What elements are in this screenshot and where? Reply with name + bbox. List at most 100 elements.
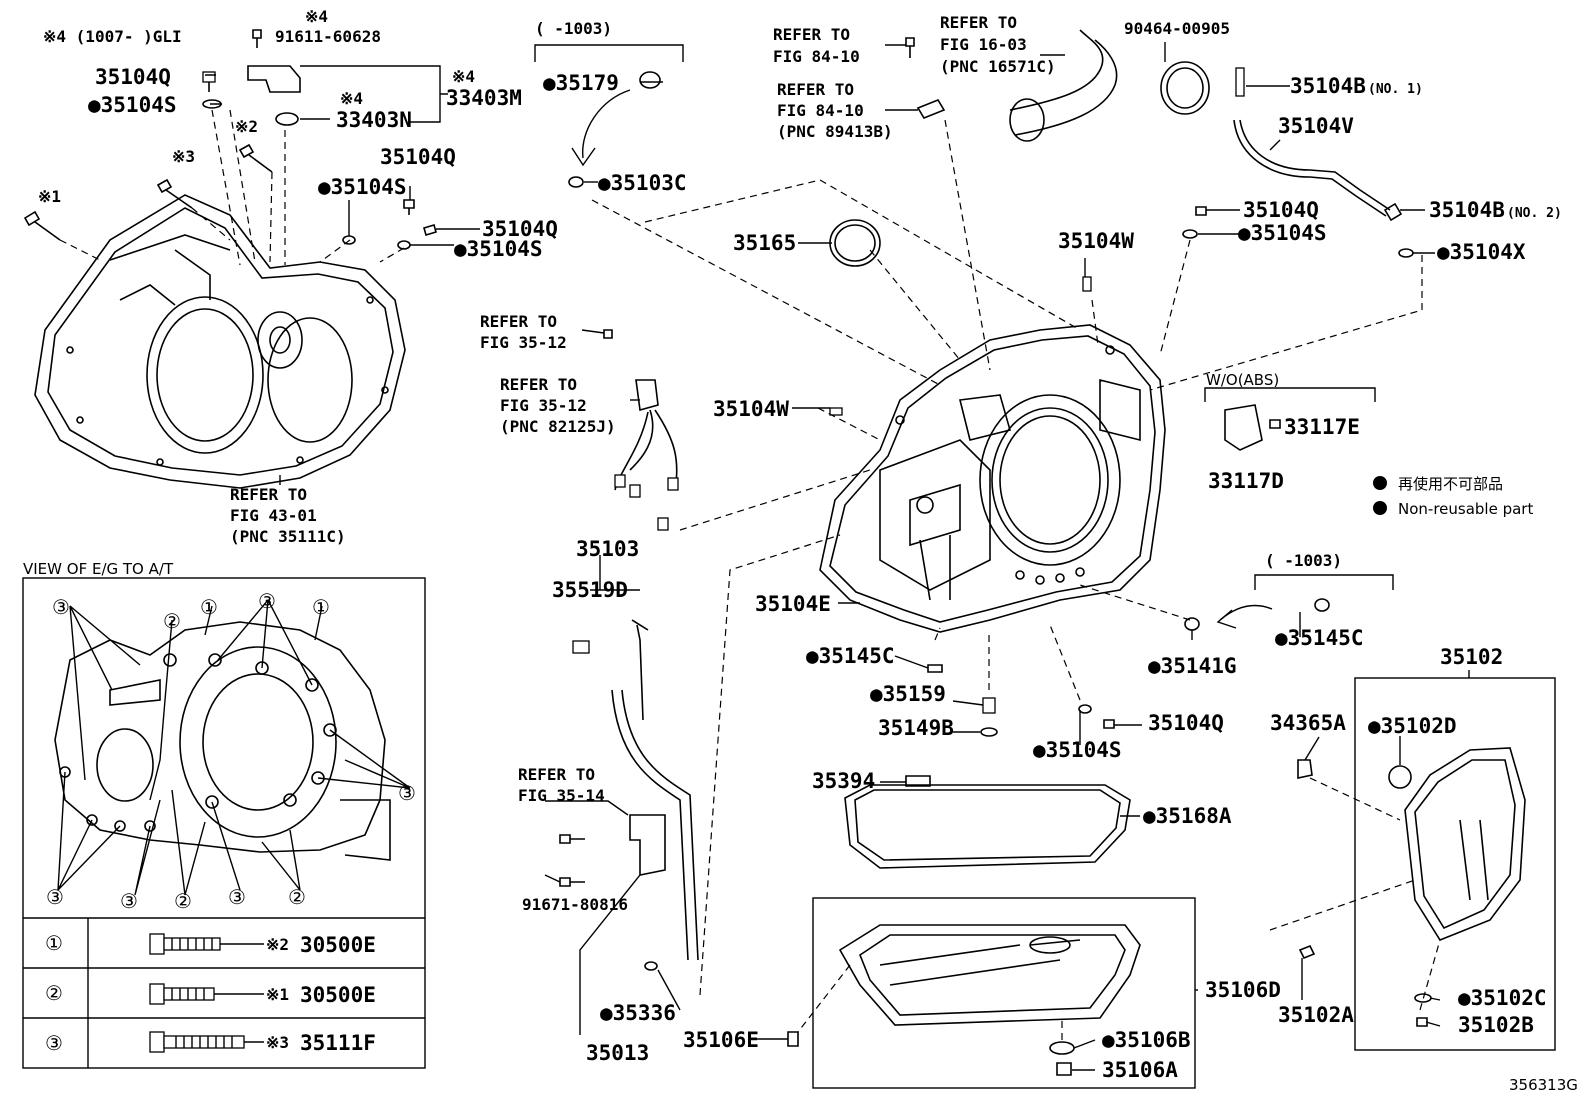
label-ref1603-a: REFER TO xyxy=(940,13,1017,32)
label-35104Q-b: 35104Q xyxy=(380,145,456,169)
label-35336: ●35336 xyxy=(600,1001,676,1025)
label-35394: 35394 xyxy=(812,769,875,793)
hoses xyxy=(1009,29,1403,222)
label-l4-range: ※4 (1007- )GLI xyxy=(43,27,182,46)
assembly-lines xyxy=(59,109,1441,1040)
label-35102C: ●35102C xyxy=(1458,986,1547,1010)
label-35179: ●35179 xyxy=(543,71,619,95)
label-33117E: 33117E xyxy=(1284,415,1360,439)
view-box-labels: VIEW OF E/G TO A/T ③ ② ① ③ ① ③ ③ ③ ② ③ ②… xyxy=(23,560,416,1055)
label-35104W-b: 35104W xyxy=(713,397,789,421)
label-35104S-a: ●35104S xyxy=(88,93,177,117)
label-35104X: ●35104X xyxy=(1437,240,1526,264)
label-ref3512a-b: FIG 35-12 xyxy=(480,333,567,352)
table-row-2-part: 30500E xyxy=(300,983,376,1007)
label-35106E: 35106E xyxy=(683,1028,759,1052)
label-35104W-a: 35104W xyxy=(1058,229,1134,253)
label-ref3512a-a: REFER TO xyxy=(480,312,557,331)
table-row-1-circle: ① xyxy=(45,931,63,955)
callout-1-b: ① xyxy=(312,595,330,619)
label-mark-4b: ※4 xyxy=(452,67,475,86)
label-35104E: 35104E xyxy=(755,592,831,616)
transmission-case xyxy=(819,324,1166,633)
oil-pan xyxy=(812,897,1196,1089)
label-35104Q-d: 35104Q xyxy=(1243,198,1319,222)
label-90464: 90464-00905 xyxy=(1124,19,1230,38)
label-35104B-2: 35104B xyxy=(1429,198,1505,222)
label-mark-2: ※2 xyxy=(235,117,258,136)
converter-housing xyxy=(34,194,406,489)
label-35104V: 35104V xyxy=(1278,114,1354,138)
label-35104S-e: ●35104S xyxy=(1033,738,1122,762)
label-ref4301-b: FIG 43-01 xyxy=(230,506,317,525)
label-ref8410a-b: FIG 84-10 xyxy=(773,47,860,66)
bolt-icon-3 xyxy=(149,1031,264,1053)
label-legend-jp: 再使用不可部品 xyxy=(1398,475,1503,493)
label-35013: 35013 xyxy=(586,1041,649,1065)
callout-2-c: ② xyxy=(288,885,306,909)
label-35141G: ●35141G xyxy=(1148,654,1237,678)
label-ref8410b-b: FIG 84-10 xyxy=(777,101,864,120)
label-ref1603-b: FIG 16-03 xyxy=(940,35,1027,54)
label-91611: 91611-60628 xyxy=(275,27,381,46)
label-legend-en: Non-reusable part xyxy=(1398,500,1533,518)
label-ref4301-c: (PNC 35111C) xyxy=(230,527,346,546)
label-35104B-1-no: (NO. 1) xyxy=(1368,82,1423,97)
view-box-title: VIEW OF E/G TO A/T xyxy=(23,560,174,578)
label-35149B: 35149B xyxy=(878,716,954,740)
part-labels: ※4 (1007- )GLI ※4 91611-60628 35104Q ●35… xyxy=(38,7,1578,1094)
callout-3-b: ③ xyxy=(258,589,276,613)
label-35102: 35102 xyxy=(1440,645,1503,669)
bolt-icon-1 xyxy=(149,933,264,955)
label-35106D: 35106D xyxy=(1205,978,1281,1002)
label-ref3514-a: REFER TO xyxy=(518,765,595,784)
callout-1-a: ① xyxy=(200,595,218,619)
label-ref1603-c: (PNC 16571C) xyxy=(940,57,1056,76)
label-ref3514-b: FIG 35-14 xyxy=(518,786,605,805)
label-33403M: 33403M xyxy=(446,86,522,110)
view-box xyxy=(22,577,426,1069)
label-ref3512b-b: FIG 35-12 xyxy=(500,396,587,415)
label-35103: 35103 xyxy=(576,537,639,561)
extension-housing xyxy=(1354,677,1556,1051)
label-35145C-b: ●35145C xyxy=(1275,626,1364,650)
label-35106A: 35106A xyxy=(1102,1058,1178,1082)
callout-2-b: ② xyxy=(174,889,192,913)
label-range-1003-b: ( -1003) xyxy=(1265,551,1342,570)
label-mark-4: ※4 xyxy=(305,7,328,26)
label-91671: 91671-80816 xyxy=(522,895,628,914)
label-range-1003-a: ( -1003) xyxy=(535,19,612,38)
label-35103C: ●35103C xyxy=(598,171,687,195)
label-35102A: 35102A xyxy=(1278,1003,1354,1027)
label-35102B: 35102B xyxy=(1458,1013,1534,1037)
legend-dot-en xyxy=(1373,501,1387,515)
pan-gasket xyxy=(844,784,1131,869)
label-mark-3: ※3 xyxy=(172,147,195,166)
label-ref4301-a: REFER TO xyxy=(230,485,307,504)
label-35165: 35165 xyxy=(733,231,796,255)
label-34365A: 34365A xyxy=(1270,711,1346,735)
small-parts-center xyxy=(559,37,1414,1076)
bolt-icon-2 xyxy=(149,983,264,1005)
label-35168A: ●35168A xyxy=(1143,804,1232,828)
callout-3-f: ③ xyxy=(228,885,246,909)
table-row-3-circle: ③ xyxy=(45,1031,63,1055)
label-35104B-2-no: (NO. 2) xyxy=(1507,206,1562,221)
callout-3-c: ③ xyxy=(398,781,416,805)
callout-3-a: ③ xyxy=(52,595,70,619)
label-35104Q-a: 35104Q xyxy=(95,65,171,89)
table-row-2-circle: ② xyxy=(45,981,63,1005)
table-row-3-mark: ※3 xyxy=(266,1033,289,1052)
label-35106B: ●35106B xyxy=(1102,1028,1191,1052)
label-figure-number: 356313G xyxy=(1509,1076,1578,1094)
bolt-parts-left xyxy=(23,29,437,250)
label-mark-1: ※1 xyxy=(38,187,61,206)
label-ref8410b-a: REFER TO xyxy=(777,80,854,99)
label-35104S-c: ●35104S xyxy=(454,237,543,261)
label-mark-4c: ※4 xyxy=(340,89,363,108)
label-35519D: 35519D xyxy=(552,578,628,602)
label-ref8410b-c: (PNC 89413B) xyxy=(777,122,893,141)
label-35104S-b: ●35104S xyxy=(318,175,407,199)
